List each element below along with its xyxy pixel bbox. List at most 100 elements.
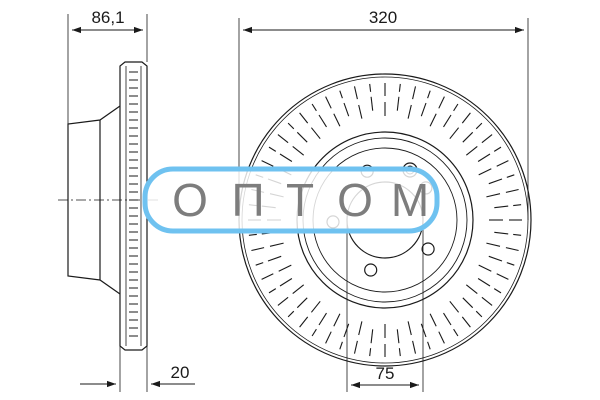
vent-slot bbox=[339, 341, 343, 350]
vent-slot bbox=[465, 145, 478, 156]
vent-slot bbox=[370, 329, 374, 344]
vent-slot bbox=[407, 104, 412, 119]
vent-slot bbox=[396, 329, 400, 344]
vent-slot bbox=[325, 331, 332, 344]
vent-slot bbox=[255, 262, 264, 266]
vent-slot bbox=[412, 86, 417, 100]
vent-slot bbox=[427, 90, 431, 99]
vent-slot bbox=[449, 127, 460, 140]
vent-slot bbox=[488, 255, 503, 262]
vent-slot bbox=[477, 278, 491, 287]
vent-slot bbox=[505, 247, 519, 252]
vent-slot bbox=[462, 131, 474, 143]
vent-slot bbox=[318, 114, 327, 128]
vent-slot bbox=[438, 96, 445, 109]
vent-slot bbox=[465, 284, 478, 295]
vent-slot bbox=[269, 242, 284, 247]
vent-slot bbox=[496, 160, 509, 167]
vent-slot bbox=[248, 233, 257, 236]
vent-slot bbox=[296, 297, 308, 309]
vent-slot bbox=[513, 233, 522, 236]
vent-slot bbox=[343, 323, 350, 338]
vent-slot bbox=[343, 102, 350, 117]
vent-slot bbox=[420, 102, 427, 117]
vent-slot bbox=[461, 316, 471, 328]
watermark-letter-3: Т bbox=[286, 174, 314, 226]
vent-slot bbox=[486, 193, 501, 198]
vent-slot bbox=[277, 296, 289, 306]
vent-slot bbox=[310, 127, 321, 140]
watermark-letter-1: О bbox=[172, 174, 208, 226]
vent-slot bbox=[370, 96, 374, 111]
vent-slot bbox=[369, 83, 372, 92]
vent-slot bbox=[475, 122, 483, 130]
watermark-letter-4: О bbox=[337, 174, 373, 226]
vent-slot bbox=[429, 313, 437, 327]
dim-bore-label: 75 bbox=[376, 364, 395, 383]
vent-slot bbox=[461, 112, 471, 124]
vent-slot bbox=[453, 328, 459, 337]
vent-slot bbox=[299, 316, 309, 328]
vent-slot bbox=[333, 113, 341, 127]
vent-slot bbox=[398, 348, 401, 357]
vent-slot bbox=[513, 204, 522, 207]
vent-slot bbox=[339, 90, 343, 99]
bolt-hole bbox=[421, 242, 435, 256]
vent-slot bbox=[475, 310, 483, 318]
vent-slot bbox=[296, 131, 308, 143]
vent-slot bbox=[462, 297, 474, 309]
vent-slot bbox=[493, 288, 502, 294]
vent-slot bbox=[268, 288, 277, 294]
vent-slot bbox=[427, 341, 431, 350]
vent-slot bbox=[478, 264, 492, 272]
vent-slot bbox=[396, 96, 400, 111]
watermark-letter-5: М bbox=[391, 174, 429, 226]
vent-slot bbox=[493, 146, 502, 152]
vent-slot bbox=[251, 247, 265, 252]
vent-slot bbox=[481, 134, 493, 144]
vent-slot bbox=[325, 96, 332, 109]
vent-slot bbox=[420, 323, 427, 338]
vent-slot bbox=[478, 168, 492, 176]
vent-slot bbox=[496, 273, 509, 280]
watermark-frame bbox=[142, 166, 440, 234]
vent-slot bbox=[369, 348, 372, 357]
bolt-hole bbox=[364, 263, 378, 277]
vent-slots bbox=[248, 83, 522, 357]
vent-slot bbox=[477, 153, 491, 162]
vent-slot bbox=[318, 312, 327, 326]
vent-slot bbox=[443, 114, 452, 128]
vent-slot bbox=[506, 174, 515, 178]
vent-slot bbox=[481, 296, 493, 306]
vent-slot bbox=[488, 178, 503, 185]
vent-slot bbox=[353, 86, 358, 100]
dim-thickness-label: 20 bbox=[171, 363, 190, 382]
vent-slot bbox=[310, 300, 321, 313]
vent-slot bbox=[353, 340, 358, 354]
vent-slot bbox=[449, 300, 460, 313]
vent-slot bbox=[277, 134, 289, 144]
vent-slot bbox=[506, 262, 515, 266]
vent-slot bbox=[407, 321, 412, 336]
vent-slot bbox=[505, 188, 519, 193]
vent-slot bbox=[292, 284, 305, 295]
vent-slot bbox=[358, 321, 363, 336]
vent-slot bbox=[261, 273, 274, 280]
vent-slot bbox=[412, 340, 417, 354]
vent-slot bbox=[279, 153, 293, 162]
vent-slot bbox=[453, 103, 459, 112]
vent-slot bbox=[494, 205, 509, 209]
dim-height-label: 86,1 bbox=[91, 8, 124, 27]
dim-diameter-label: 320 bbox=[369, 8, 397, 27]
vent-slot bbox=[494, 231, 509, 235]
dimensions bbox=[67, 14, 529, 392]
watermark-letter-2: П bbox=[231, 174, 264, 226]
vent-slot bbox=[299, 112, 309, 124]
vent-slot bbox=[486, 242, 501, 247]
vent-slot bbox=[311, 328, 317, 337]
vent-slot bbox=[438, 331, 445, 344]
watermark: О П Т О М bbox=[142, 166, 440, 234]
vent-slot bbox=[358, 104, 363, 119]
vent-slot bbox=[398, 83, 401, 92]
